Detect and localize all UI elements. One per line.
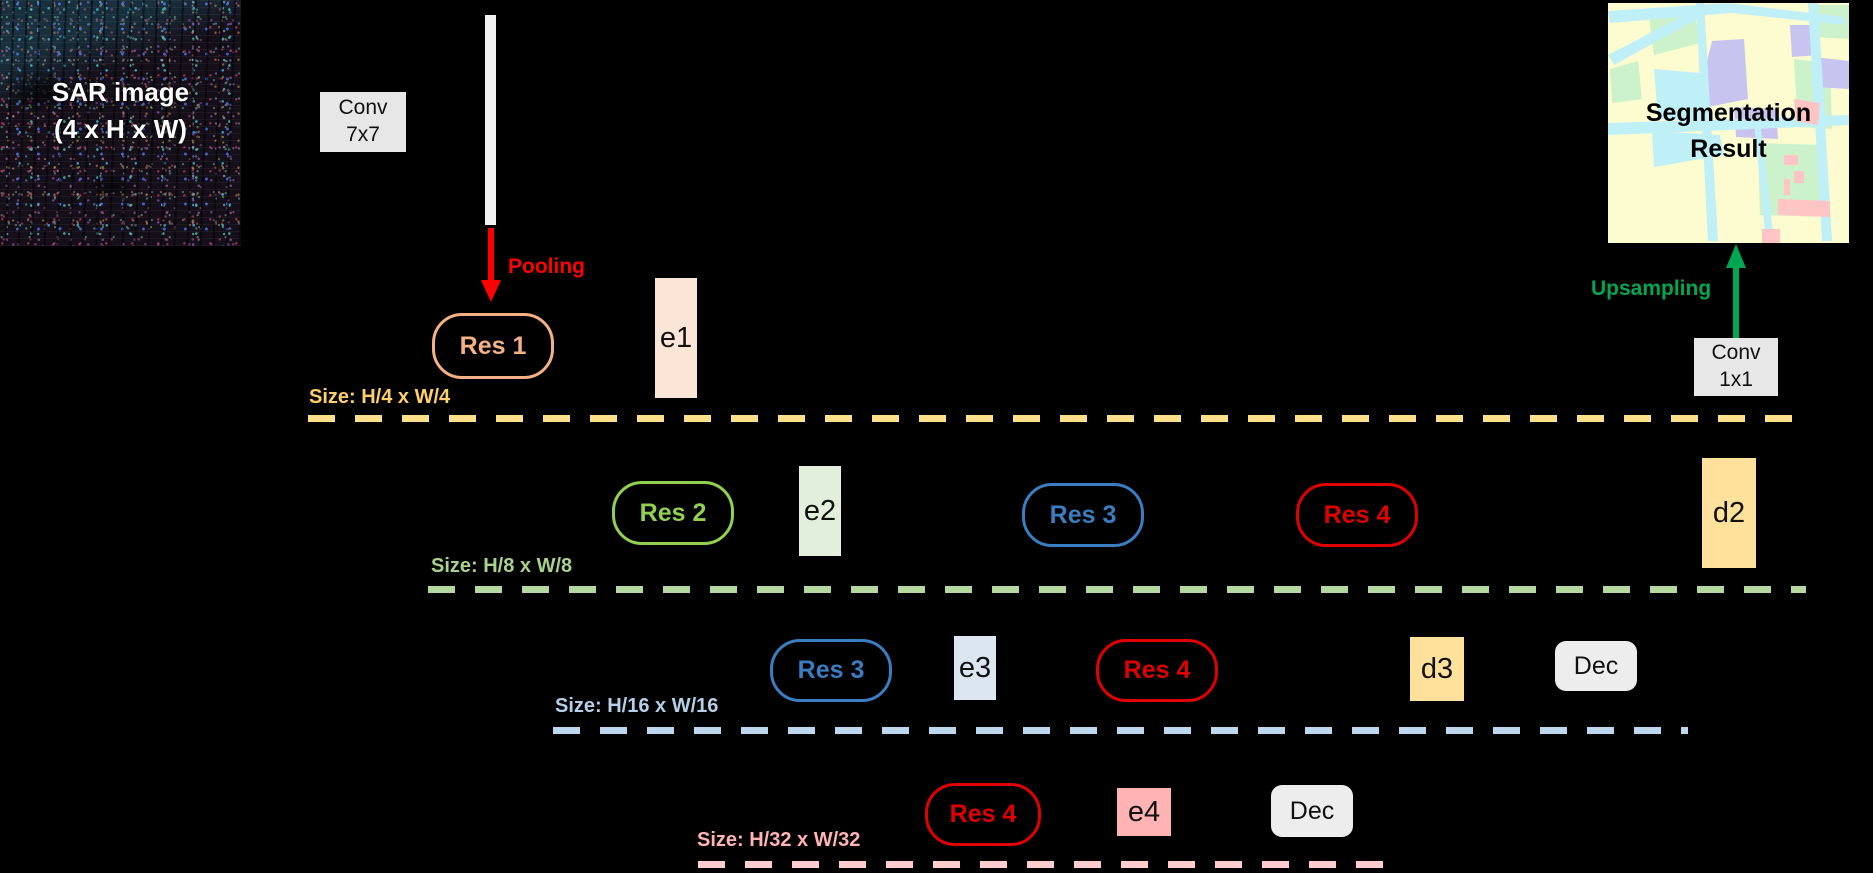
conv-7x7-line1: Conv [338, 96, 388, 120]
segmentation-map-svg [1608, 3, 1849, 243]
block-label: Res 2 [639, 498, 707, 527]
size-label-stage2: Size: H/8 x W/8 [431, 555, 573, 577]
block-d2-stage2[interactable]: d2 [1702, 458, 1756, 568]
sar-caption-line1: SAR image [51, 77, 190, 107]
pooling-arrow-icon [481, 228, 501, 302]
sar-caption-line2: (4 x H x W) [54, 113, 187, 144]
block-label: e3 [958, 651, 992, 684]
block-label: d2 [1712, 496, 1746, 529]
block-label: e4 [1127, 795, 1161, 828]
block-label: Res 3 [797, 656, 865, 684]
sar-streak-texture [0, 0, 241, 246]
stage1-divider [308, 415, 1808, 422]
conv-7x7-block: Conv 7x7 [320, 92, 406, 152]
sar-input-image: SAR image (4 x H x W) [0, 0, 241, 246]
conv-1x1-line1: Conv [1711, 341, 1761, 365]
stage2-divider [428, 586, 1806, 593]
block-res1-stage1[interactable]: Res 1 [432, 313, 554, 379]
block-res4-stage2[interactable]: Res 4 [1296, 483, 1418, 547]
segmentation-result-image: Segmentation Result [1608, 3, 1849, 243]
block-dec-stage3[interactable]: Dec [1555, 641, 1637, 691]
block-res4-stage3[interactable]: Res 4 [1096, 639, 1218, 702]
block-label: Res 4 [1123, 656, 1191, 684]
seg-caption-line2: Result [1690, 135, 1767, 164]
block-label: e2 [803, 494, 837, 527]
block-res4-stage4[interactable]: Res 4 [925, 783, 1041, 846]
block-label: Res 4 [949, 800, 1017, 828]
block-e2-stage2[interactable]: e2 [799, 466, 841, 556]
block-label: Dec [1289, 796, 1335, 825]
upsampling-arrow-icon [1726, 244, 1746, 338]
stem-feature-bar [485, 15, 496, 225]
conv-1x1-block: Conv 1x1 [1694, 338, 1778, 396]
block-e3-stage3[interactable]: e3 [954, 636, 996, 700]
segmentation-result-caption: Segmentation Result [1608, 95, 1849, 168]
block-label: Res 1 [459, 331, 527, 360]
size-label-stage3: Size: H/16 x W/16 [555, 695, 719, 717]
block-e1-stage1[interactable]: e1 [655, 278, 697, 398]
upsampling-label: Upsampling [1591, 277, 1712, 300]
stage3-divider [553, 727, 1688, 734]
block-label: d3 [1420, 652, 1454, 685]
size-label-stage1: Size: H/4 x W/4 [309, 386, 451, 408]
seg-caption-line1: Segmentation [1645, 99, 1812, 127]
block-res2-stage2[interactable]: Res 2 [612, 481, 734, 545]
block-label: Res 3 [1049, 500, 1117, 529]
pooling-label: Pooling [508, 255, 585, 278]
size-label-stage4: Size: H/32 x W/32 [697, 829, 861, 851]
sar-image-caption: SAR image (4 x H x W) [0, 74, 241, 148]
block-dec-stage4[interactable]: Dec [1271, 785, 1353, 837]
block-label: e1 [659, 321, 693, 354]
conv-1x1-line2: 1x1 [1719, 368, 1753, 391]
block-res3-stage2[interactable]: Res 3 [1022, 483, 1144, 547]
block-e4-stage4[interactable]: e4 [1117, 788, 1171, 836]
conv-7x7-line2: 7x7 [346, 123, 380, 146]
block-label: Res 4 [1323, 500, 1391, 529]
block-res3-stage3[interactable]: Res 3 [770, 639, 892, 702]
block-d3-stage3[interactable]: d3 [1410, 637, 1464, 701]
stage4-divider [698, 861, 1398, 868]
block-label: Dec [1573, 651, 1619, 680]
